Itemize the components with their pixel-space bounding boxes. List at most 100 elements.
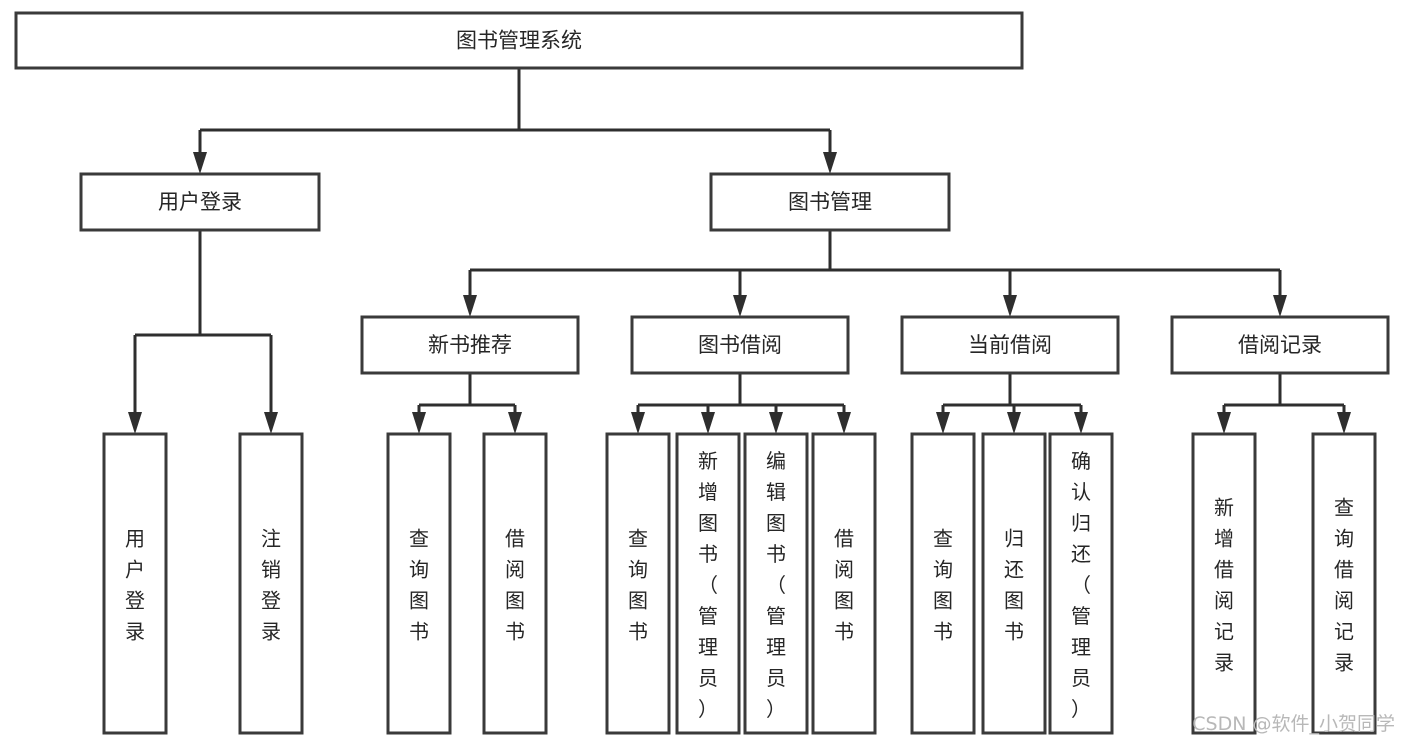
node-box [981, 432, 1047, 735]
node-label-char: 理 [698, 635, 718, 659]
node-label: 当前借阅 [968, 333, 1052, 357]
node-box [605, 432, 671, 735]
node-图书管理系统[interactable]: 图书管理系统 [14, 11, 1024, 70]
node-label-char: 录 [125, 620, 145, 644]
node-label-char: 阅 [834, 558, 854, 582]
node-label-char: 查 [628, 527, 648, 551]
node-box [743, 432, 809, 735]
arrow-head-icon [463, 295, 477, 317]
node-label-char: 录 [1334, 651, 1354, 675]
arrow-head-icon [1217, 412, 1231, 434]
node-label-char: 阅 [1214, 589, 1234, 613]
node-label-char: 借 [1214, 558, 1234, 582]
node-当前借阅-2[interactable]: 当前借阅 [900, 315, 1120, 375]
node-label-char: 员 [698, 666, 718, 690]
arrow-head-icon [733, 295, 747, 317]
arrow-head-icon [823, 152, 837, 174]
node-label: 用户登录 [158, 190, 242, 214]
node-label-char: 借 [505, 527, 525, 551]
node-label-char: 录 [261, 620, 281, 644]
arrow-head-icon [193, 152, 207, 174]
node-借阅记录-3[interactable]: 借阅记录 [1170, 315, 1390, 375]
node-label-char: 图 [834, 589, 854, 613]
node-label-char: 用 [125, 527, 145, 551]
node-label-char: 查 [1334, 496, 1354, 520]
node-layer: 图书管理系统用户登录图书管理新书推荐图书借阅当前借阅借阅记录用户登录注销登录查询… [14, 11, 1390, 735]
node-label-char: 图 [505, 589, 525, 613]
node-label-char: 查 [933, 527, 953, 551]
node-label-char: 记 [1334, 620, 1354, 644]
node-label-char: 户 [125, 558, 145, 582]
arrow-head-icon [1074, 412, 1088, 434]
node-label-char: 询 [1334, 527, 1354, 551]
node-label-char: 登 [125, 589, 145, 613]
node-label-char: 确 [1071, 449, 1091, 473]
node-label-char: 书 [766, 542, 786, 566]
arrow-head-icon [1003, 295, 1017, 317]
node-label-char: 询 [409, 558, 429, 582]
arrow-head-icon [128, 412, 142, 434]
node-label-char: 记 [1214, 620, 1234, 644]
node-label-char: 书 [628, 620, 648, 644]
node-box [238, 432, 304, 735]
connector-layer [128, 68, 1351, 434]
arrow-head-icon [264, 412, 278, 434]
arrow-head-icon [1273, 295, 1287, 317]
node-label-char: 借 [834, 527, 854, 551]
node-label: 图书借阅 [698, 333, 782, 357]
node-label-char: 书 [834, 620, 854, 644]
node-用户登录-0[interactable]: 用户登录 [79, 172, 321, 232]
node-label: 图书管理系统 [456, 29, 582, 53]
arrow-head-icon [769, 412, 783, 434]
node-box [811, 432, 877, 735]
node-label-char: 新 [698, 449, 718, 473]
arrow-head-icon [936, 412, 950, 434]
node-label-char: ） [766, 697, 786, 721]
arrow-head-icon [631, 412, 645, 434]
node-box [1048, 432, 1114, 735]
node-用户登录-0[interactable]: 用户登录 [102, 432, 168, 735]
node-label-char: 查 [409, 527, 429, 551]
node-label-char: 销 [261, 558, 281, 582]
arrow-head-icon [837, 412, 851, 434]
node-label-char: 图 [698, 511, 718, 535]
node-图书借阅-1[interactable]: 图书借阅 [630, 315, 850, 375]
node-label: 借阅记录 [1238, 333, 1322, 357]
node-label-char: 书 [698, 542, 718, 566]
node-label-char: 员 [766, 666, 786, 690]
node-label-char: 认 [1071, 480, 1091, 504]
node-label-char: 还 [1071, 542, 1091, 566]
node-box [1170, 315, 1390, 375]
node-label-char: 员 [1071, 666, 1091, 690]
node-box [675, 432, 741, 735]
node-label-char: （ [698, 573, 718, 597]
node-box [79, 172, 321, 232]
node-label-char: 询 [933, 558, 953, 582]
node-box [360, 315, 580, 375]
node-box [14, 11, 1024, 70]
node-label-char: 理 [1071, 635, 1091, 659]
node-label-char: 图 [409, 589, 429, 613]
node-label-char: 新 [1214, 496, 1234, 520]
node-label-char: 归 [1071, 511, 1091, 535]
node-box [709, 172, 951, 232]
arrow-head-icon [701, 412, 715, 434]
node-label: 新书推荐 [428, 333, 512, 357]
node-图书管理-1[interactable]: 图书管理 [709, 172, 951, 232]
arrow-head-icon [412, 412, 426, 434]
node-label-char: 图 [933, 589, 953, 613]
node-新书推荐-0[interactable]: 新书推荐 [360, 315, 580, 375]
node-label: 图书管理 [788, 190, 872, 214]
